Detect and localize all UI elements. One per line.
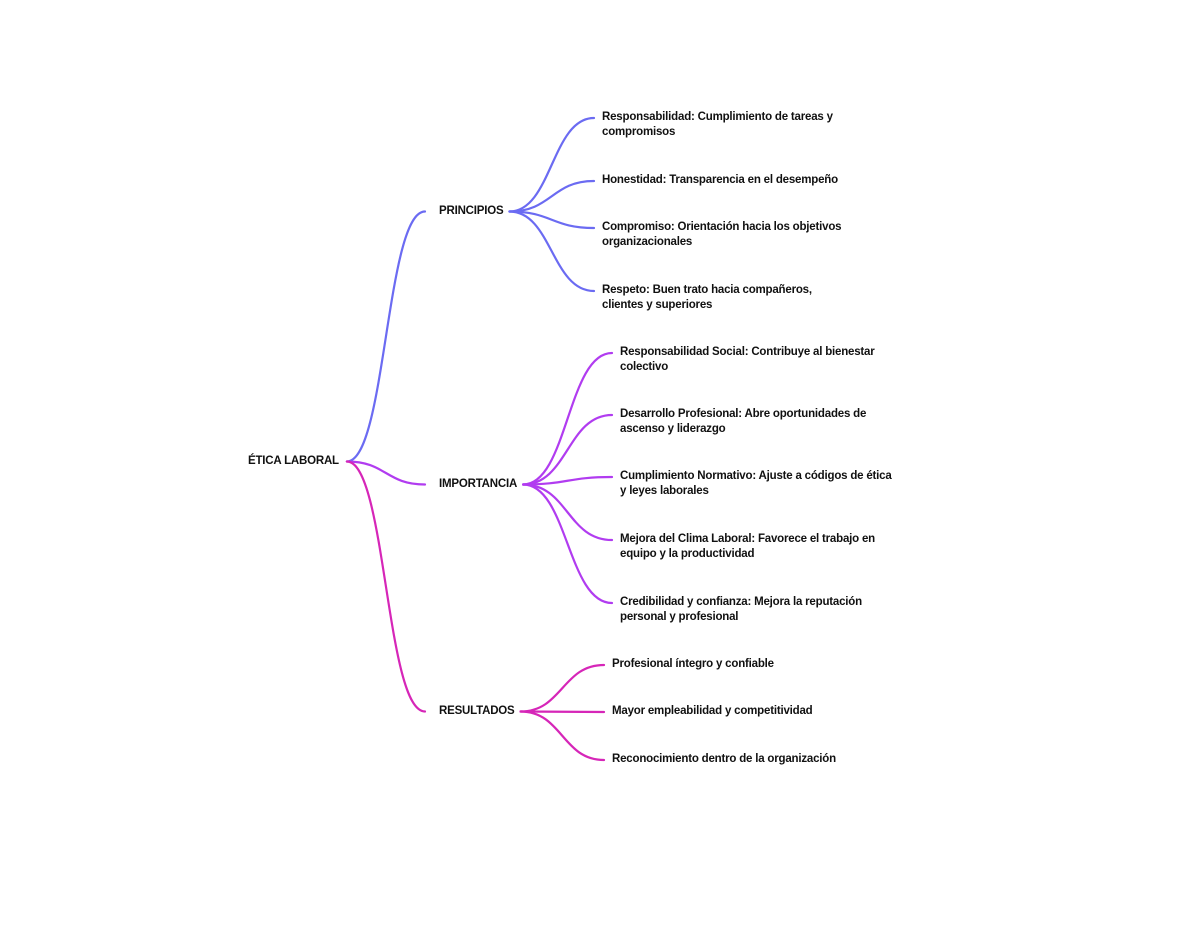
branch-node-importancia[interactable]: IMPORTANCIA <box>439 478 518 490</box>
root-node[interactable]: ÉTICA LABORAL <box>248 455 339 467</box>
connector-principios-to-leaf <box>508 210 596 293</box>
leaf-node[interactable]: Responsabilidad: Cumplimiento de tareas … <box>602 111 833 138</box>
connector-root-to-resultados <box>345 460 427 713</box>
connector-importancia-to-leaf <box>521 483 614 605</box>
connector-importancia-to-leaf <box>521 483 614 542</box>
connector-root-to-importancia <box>345 460 427 486</box>
branch-node-resultados[interactable]: RESULTADOS <box>439 705 515 717</box>
connector-importancia-to-leaf <box>521 351 614 486</box>
connector-importancia-to-leaf <box>521 413 614 486</box>
leaf-node[interactable]: Profesional íntegro y confiable <box>612 658 774 670</box>
leaf-node[interactable]: Responsabilidad Social: Contribuye al bi… <box>620 346 875 373</box>
leaf-node[interactable]: Mejora del Clima Laboral: Favorece el tr… <box>620 533 875 560</box>
leaf-node[interactable]: Credibilidad y confianza: Mejora la repu… <box>620 596 862 623</box>
leaf-node[interactable]: Honestidad: Transparencia en el desempeñ… <box>602 174 838 186</box>
connector-importancia-to-leaf <box>521 475 614 486</box>
connector-principios-to-leaf <box>508 210 596 230</box>
leaf-node[interactable]: Compromiso: Orientación hacia los objeti… <box>602 221 842 248</box>
connector-resultados-to-leaf <box>519 710 606 714</box>
connector-resultados-to-leaf <box>519 710 606 762</box>
connector-principios-to-leaf <box>508 179 596 213</box>
branch-node-principios[interactable]: PRINCIPIOS <box>439 205 504 217</box>
leaf-node[interactable]: Mayor empleabilidad y competitividad <box>612 705 813 717</box>
connector-resultados-to-leaf <box>519 663 606 713</box>
leaf-node[interactable]: Desarrollo Profesional: Abre oportunidad… <box>620 408 867 435</box>
leaf-node[interactable]: Cumplimiento Normativo: Ajuste a códigos… <box>620 470 892 497</box>
leaf-node[interactable]: Reconocimiento dentro de la organización <box>612 753 836 765</box>
connector-root-to-principios <box>345 210 427 463</box>
connector-principios-to-leaf <box>508 116 596 213</box>
leaf-node[interactable]: Respeto: Buen trato hacia compañeros, cl… <box>602 284 812 311</box>
